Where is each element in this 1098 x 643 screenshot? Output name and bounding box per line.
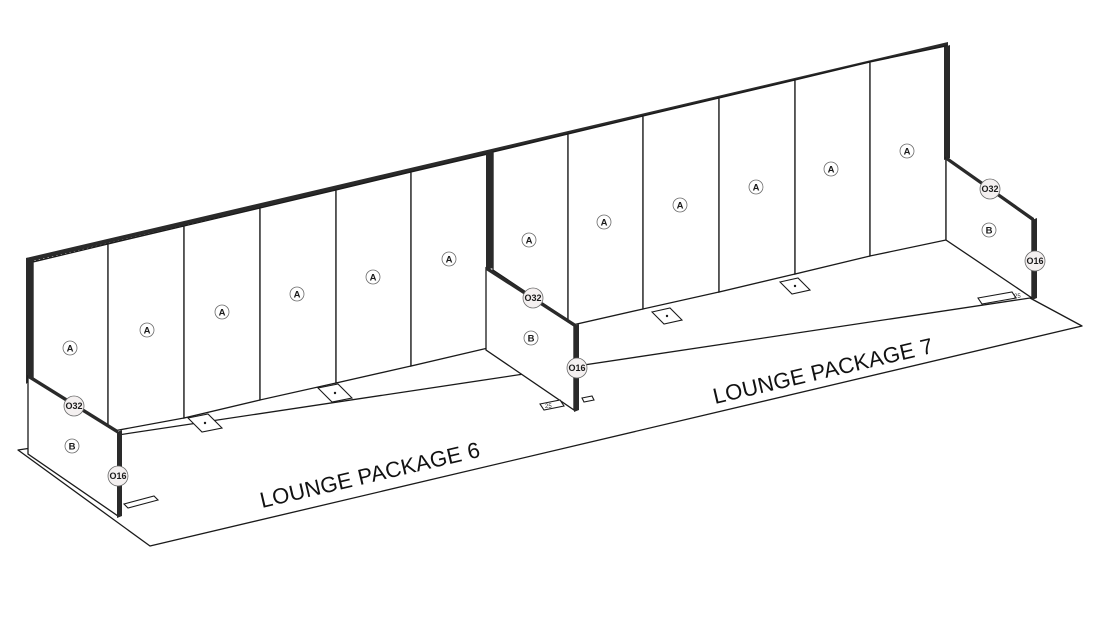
svg-text:O16: O16: [568, 363, 585, 373]
badge-a: A: [289, 286, 305, 302]
badges-b: B B B: [64, 222, 997, 454]
foot: [122, 495, 160, 509]
svg-text:O32: O32: [981, 184, 998, 194]
badge-a: A: [62, 340, 78, 356]
svg-text:A: A: [370, 273, 377, 284]
package-7-label: LOUNGE PACKAGE 7: [710, 333, 935, 409]
foot-screw: [665, 314, 669, 318]
badge-a: A: [441, 251, 457, 267]
left-end-post: [26, 257, 33, 384]
badge-o16: O16: [1024, 250, 1046, 272]
back-wall-pkg7: [492, 45, 947, 327]
badge-a: A: [748, 179, 764, 195]
svg-text:A: A: [753, 183, 760, 194]
badge-o32: O32: [63, 395, 85, 417]
floor-outline: [17, 297, 1083, 547]
badge-a: A: [365, 269, 381, 285]
svg-text:B: B: [69, 442, 76, 453]
svg-text:A: A: [67, 344, 74, 355]
badge-a: A: [823, 161, 839, 177]
svg-text:A: A: [601, 218, 608, 229]
foot: [581, 395, 595, 403]
badge-a: A: [899, 143, 915, 159]
badge-a: A: [672, 197, 688, 213]
foot-mark: 25: [1014, 294, 1021, 300]
right-end-post: [944, 45, 950, 160]
badge-o16: O16: [107, 465, 129, 487]
svg-text:A: A: [446, 255, 453, 266]
badge-a: A: [139, 322, 155, 338]
feet: 25 25: [122, 277, 1021, 509]
svg-text:O16: O16: [109, 471, 126, 481]
foot-mark: 25: [545, 404, 552, 410]
badges-o32: O32 O32 O32: [63, 178, 1001, 417]
foot: [977, 291, 1017, 305]
svg-text:O16: O16: [1026, 256, 1043, 266]
badge-b: B: [523, 330, 539, 346]
svg-text:B: B: [986, 226, 993, 237]
foot-screw: [333, 391, 337, 395]
svg-text:A: A: [219, 308, 226, 319]
badge-b: B: [64, 438, 80, 454]
svg-text:A: A: [677, 201, 684, 212]
badge-o32: O32: [522, 287, 544, 309]
badge-o32: O32: [979, 178, 1001, 200]
svg-text:O32: O32: [524, 293, 541, 303]
foot-screw: [203, 421, 207, 425]
badges-o16: O16 O16 O16: [107, 250, 1046, 487]
svg-text:A: A: [904, 147, 911, 158]
svg-text:B: B: [528, 334, 535, 345]
badges-a: A A A A A A A A A A A A: [62, 143, 915, 356]
badge-a: A: [596, 214, 612, 230]
svg-text:A: A: [144, 326, 151, 337]
badge-b: B: [981, 222, 997, 238]
badge-a: A: [521, 232, 537, 248]
svg-text:A: A: [828, 165, 835, 176]
foot-screw: [793, 284, 797, 288]
middle-post: [486, 152, 493, 270]
badge-o16: O16: [566, 357, 588, 379]
foot: [539, 399, 565, 411]
svg-text:A: A: [526, 236, 533, 247]
svg-text:O32: O32: [65, 401, 82, 411]
badge-a: A: [214, 304, 230, 320]
svg-text:A: A: [294, 290, 301, 301]
